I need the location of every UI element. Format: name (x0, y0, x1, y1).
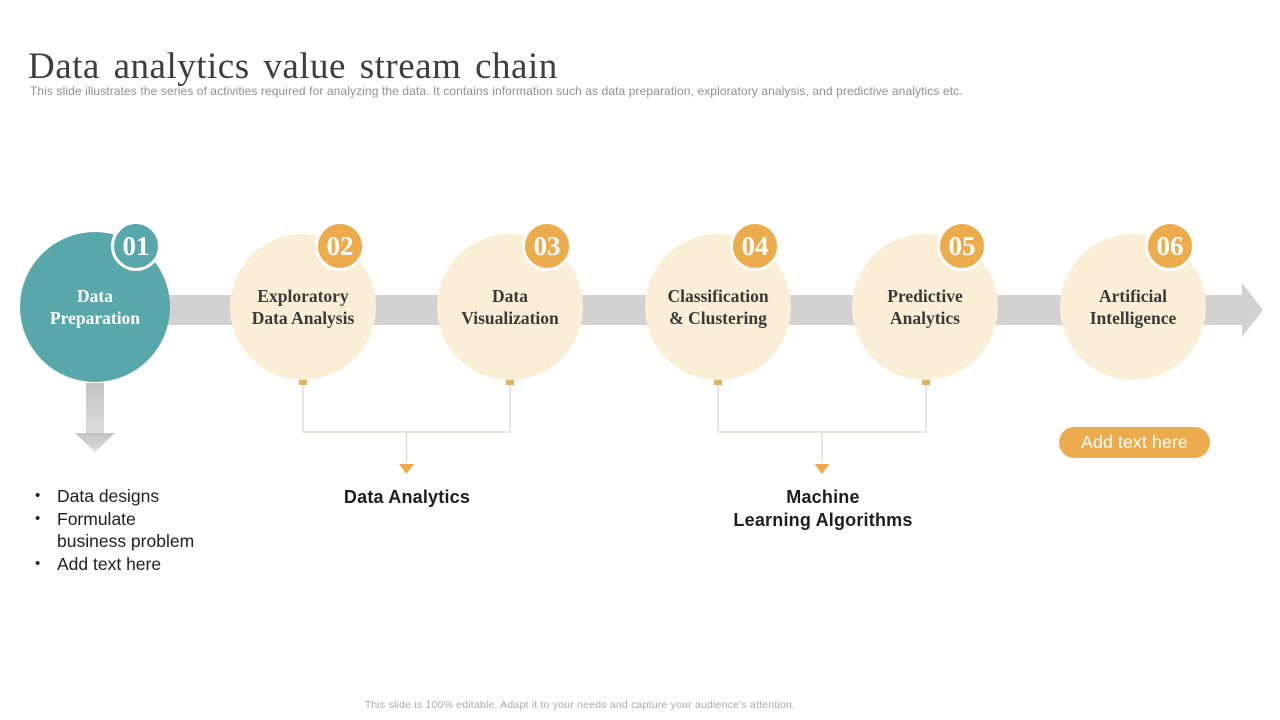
step-number-badge-01: 01 (111, 221, 161, 271)
step-circle-classification-clustering[interactable]: Classification & Clustering (645, 234, 791, 380)
footer-note: This slide is 100% editable. Adapt it to… (364, 699, 796, 711)
step-label: Data Preparation (49, 286, 141, 328)
step-label: Artificial Intelligence (1089, 286, 1177, 328)
step-number-badge-03: 03 (522, 221, 572, 271)
bullet-text: Add text here (57, 554, 162, 574)
bullet-icon: • (35, 510, 41, 527)
step-number-badge-06: 06 (1145, 221, 1195, 271)
bullet-text: Data designs (57, 486, 160, 506)
step-label: Classification & Clustering (667, 286, 769, 328)
list-item: • Add text here (30, 553, 240, 575)
down-arrow-icon (75, 383, 115, 452)
group-label-data-analytics: Data Analytics (343, 487, 471, 507)
step1-bullet-list: • Data designs • Formulate business prob… (30, 485, 240, 576)
page-subtitle: This slide illustrates the series of act… (30, 84, 963, 98)
page-title: Data analytics value stream chain (28, 45, 558, 87)
connector-bracket-machine-learning (714, 377, 930, 474)
step-number-badge-05: 05 (937, 221, 987, 271)
step-label: Predictive Analytics (887, 286, 963, 328)
step-circle-exploratory-data-analysis[interactable]: Exploratory Data Analysis (230, 234, 376, 380)
step-label: Data Visualization (461, 286, 559, 328)
list-item: • Formulate business problem (30, 508, 240, 552)
step-number-badge-02: 02 (315, 221, 365, 271)
step-number-badge-04: 04 (730, 221, 780, 271)
bullet-text: Formulate business problem (57, 509, 195, 551)
add-text-here-button[interactable]: Add text here (1059, 427, 1210, 458)
process-band-arrowhead-icon (1242, 283, 1263, 337)
bullet-icon: • (35, 487, 41, 504)
group-label-machine-learning-algorithms: Machine Learning Algorithms (733, 487, 913, 530)
step-label: Exploratory Data Analysis (251, 286, 355, 328)
connector-bracket-data-analytics (299, 377, 514, 474)
bullet-icon: • (35, 555, 41, 572)
list-item: • Data designs (30, 485, 240, 507)
